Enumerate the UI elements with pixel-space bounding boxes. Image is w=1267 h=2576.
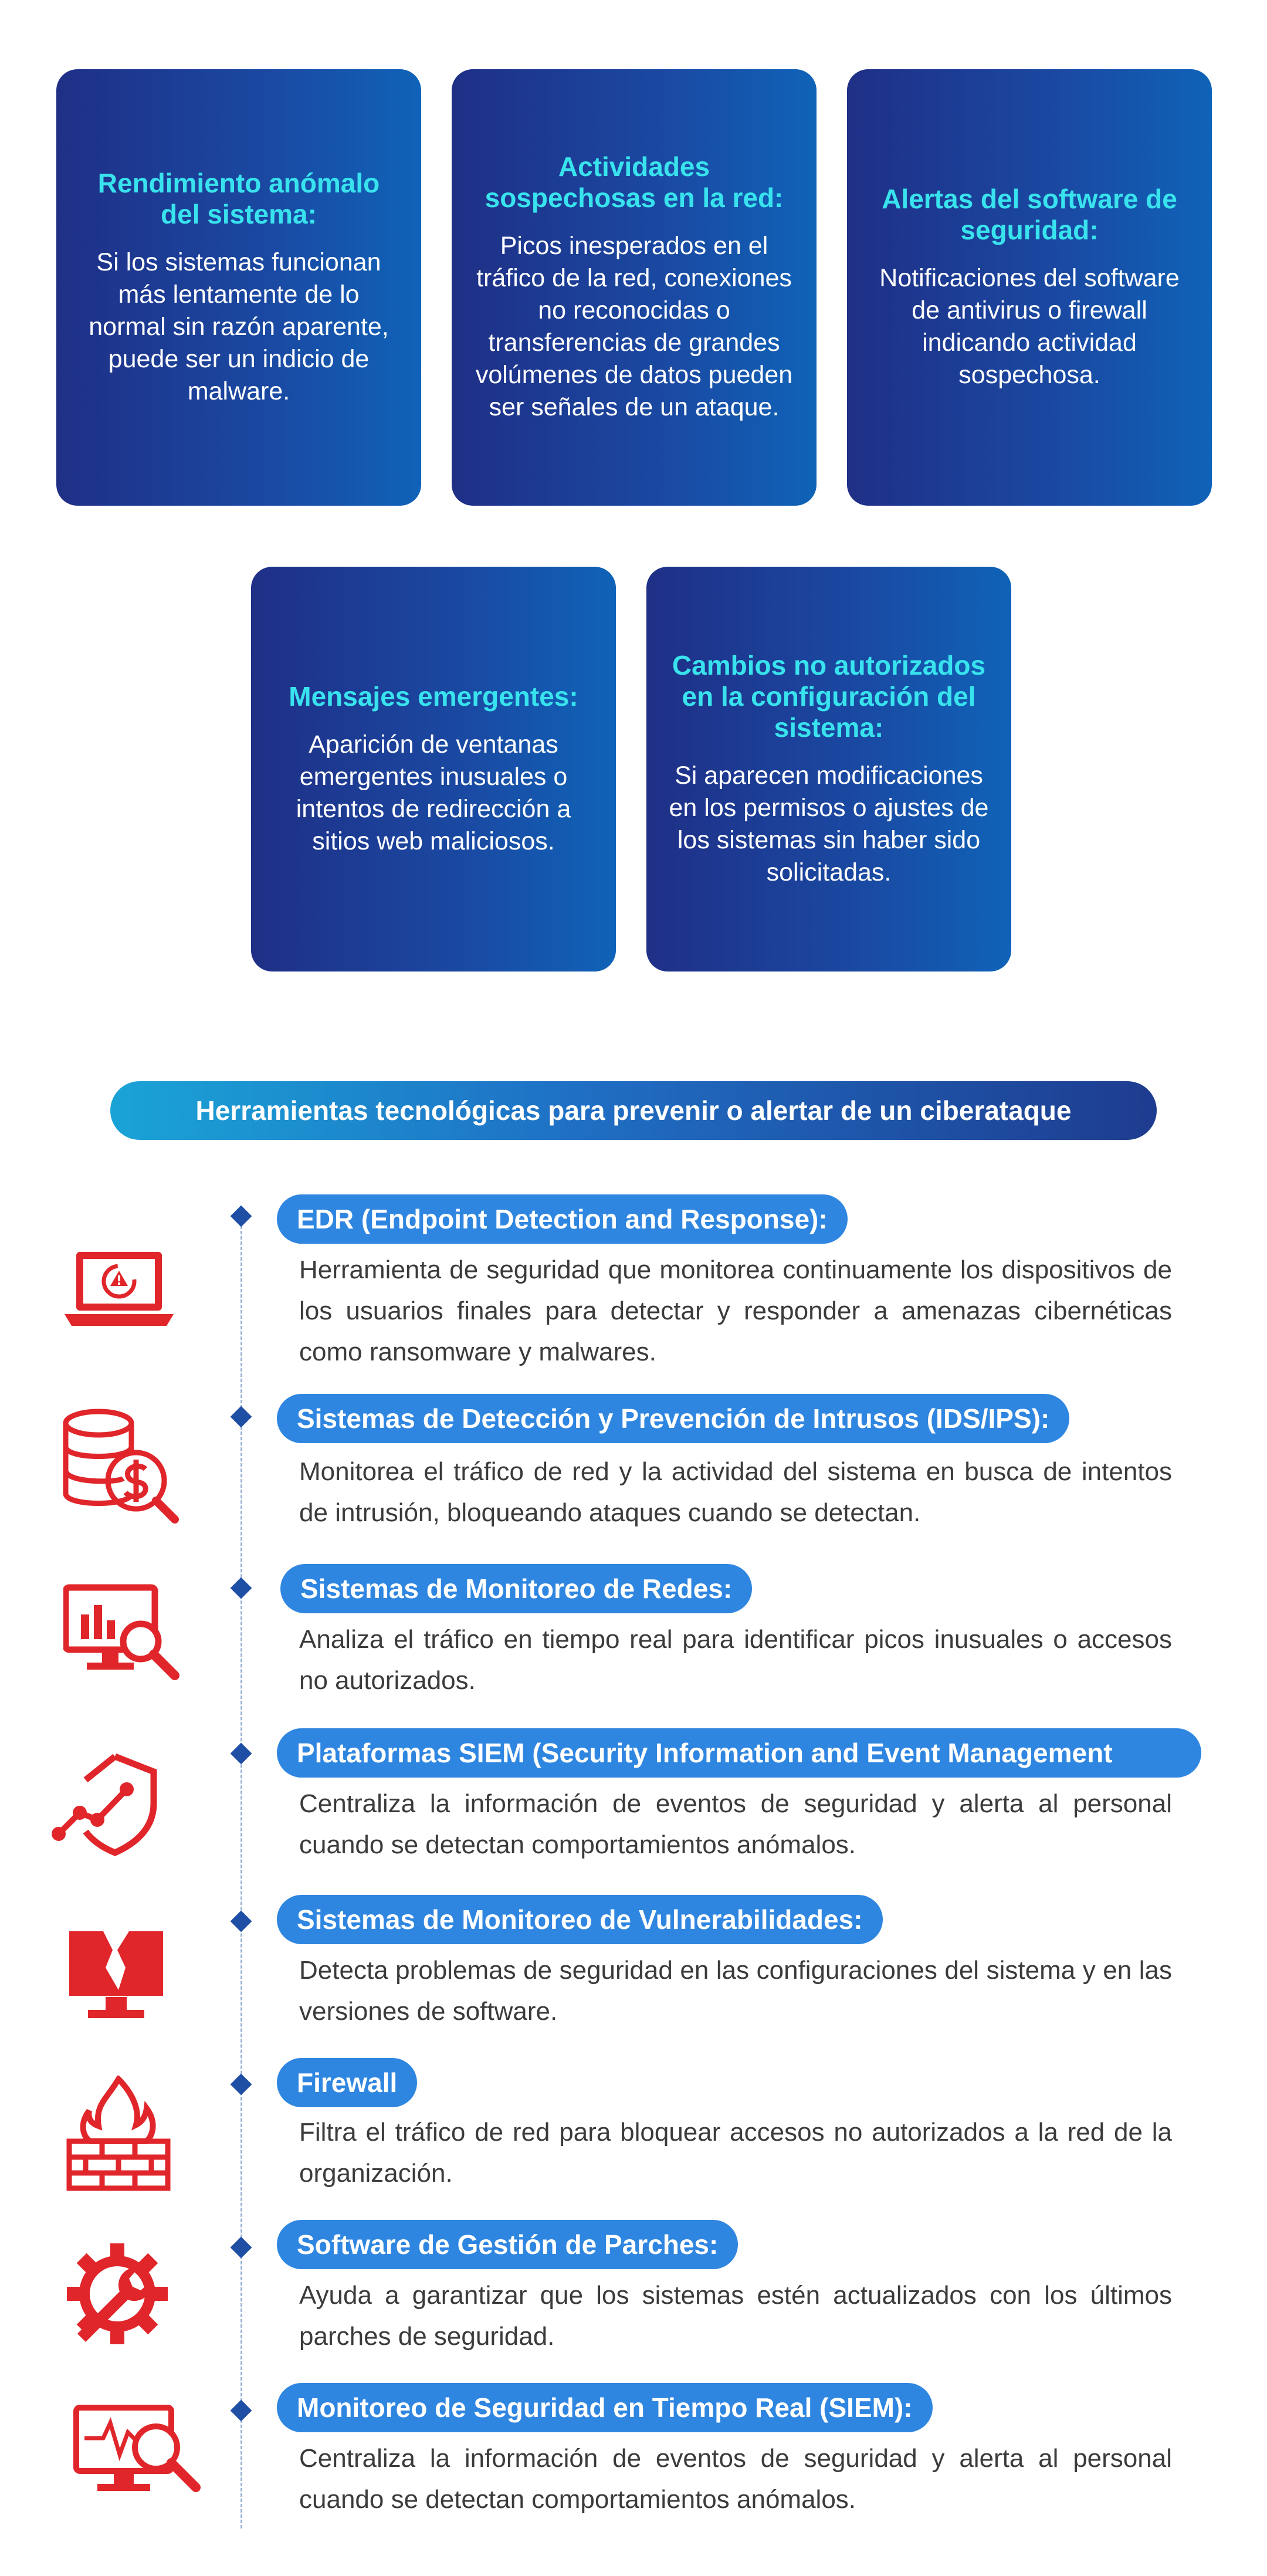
- tool-pill: Monitoreo de Seguridad en Tiempo Real (S…: [277, 2383, 933, 2432]
- tool-pill: Firewall: [277, 2058, 418, 2107]
- card-body: Aparición de ventanas emergentes inusual…: [296, 730, 571, 855]
- timeline-diamond: [230, 2236, 252, 2259]
- card-title: Alertas del software de seguridad:: [882, 184, 1177, 245]
- timeline-diamond: [230, 1577, 252, 1599]
- firewall-icon: [66, 2076, 171, 2193]
- laptop-alert-icon: [63, 1248, 175, 1331]
- card-body: Si aparecen modificaciones en los permis…: [669, 761, 989, 886]
- tool-description: Centraliza la información de eventos de …: [299, 1789, 1172, 1859]
- card-title: Cambios no autorizados en la configuraci…: [672, 649, 986, 743]
- shield-graph-icon: [50, 1752, 162, 1857]
- section-banner: Herramientas tecnológicas para prevenir …: [110, 1081, 1157, 1140]
- tool-pill: Sistemas de Monitoreo de Redes:: [280, 1564, 753, 1613]
- card-cambios: Cambios no autorizados en la configuraci…: [646, 567, 1011, 971]
- database-search-icon: [59, 1406, 182, 1529]
- monitor-chart-search-icon: [63, 1584, 181, 1684]
- timeline-diamond: [230, 2073, 252, 2096]
- gear-wrench-icon: [66, 2242, 169, 2345]
- tool-pill: Sistemas de Monitoreo de Vulnerabilidade…: [277, 1895, 883, 1944]
- timeline-diamond: [230, 1742, 252, 1765]
- tool-pill: Plataformas SIEM (Security Information a…: [277, 1728, 1201, 1778]
- tool-description: Monitorea el tráfico de red y la activid…: [299, 1457, 1172, 1527]
- tool-description: Centraliza la información de eventos de …: [299, 2444, 1172, 2514]
- timeline-diamond: [230, 2399, 252, 2422]
- tool-description: Detecta problemas de seguridad en las co…: [299, 1956, 1172, 2026]
- card-title: Actividades sospechosas en la red:: [485, 151, 784, 213]
- tool-pill: Software de Gestión de Parches:: [277, 2220, 738, 2269]
- tool-pill: Sistemas de Detección y Prevención de In…: [277, 1394, 1070, 1443]
- card-title: Rendimiento anómalo del sistema:: [97, 167, 380, 229]
- card-mensajes: Mensajes emergentes: Aparición de ventan…: [251, 567, 616, 971]
- card-actividades: Actividades sospechosas en la red: Picos…: [452, 69, 817, 506]
- tool-description: Filtra el tráfico de red para bloquear a…: [299, 2118, 1172, 2188]
- tool-description: Analiza el tráfico en tiempo real para i…: [299, 1625, 1172, 1695]
- card-body: Notificaciones del software de antivirus…: [879, 264, 1180, 389]
- tool-description: Herramienta de seguridad que monitorea c…: [299, 1255, 1172, 1366]
- monitor-pulse-search-icon: [73, 2402, 202, 2505]
- tool-description: Ayuda a garantizar que los sistemas esté…: [299, 2281, 1172, 2351]
- card-alertas: Alertas del software de seguridad: Notif…: [847, 69, 1212, 506]
- card-rendimiento: Rendimiento anómalo del sistema: Si los …: [56, 69, 421, 506]
- timeline-diamond: [230, 1205, 252, 1227]
- timeline-diamond: [230, 1406, 252, 1428]
- card-body: Si los sistemas funcionan más lentamente…: [89, 248, 389, 405]
- broken-monitor-icon: [65, 1927, 168, 2026]
- card-title: Mensajes emergentes:: [289, 681, 578, 712]
- tool-pill: EDR (Endpoint Detection and Response):: [277, 1194, 848, 1244]
- timeline-diamond: [230, 1910, 252, 1932]
- card-body: Picos inesperados en el tráfico de la re…: [475, 232, 793, 421]
- timeline-line: [240, 1220, 242, 2528]
